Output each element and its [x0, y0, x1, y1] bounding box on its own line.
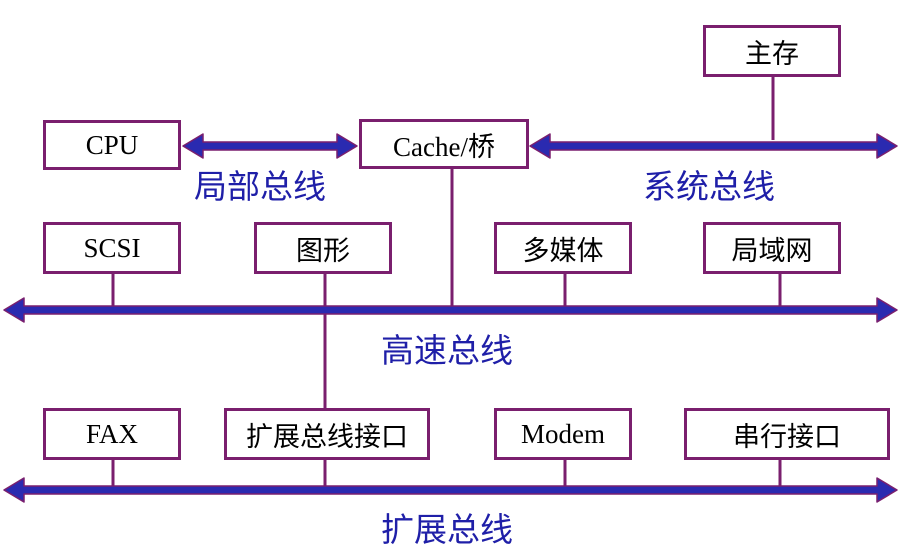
local-bus-label: 局部总线 — [194, 167, 326, 206]
local-bus-arrow — [182, 133, 358, 159]
modem-box: Modem — [494, 408, 632, 460]
fax-box: FAX — [43, 408, 181, 460]
expansion-bus-label: 扩展总线 — [381, 510, 513, 549]
expansion-bus-arrow — [3, 477, 898, 503]
system-bus-label: 系统总线 — [643, 167, 775, 206]
cache-bridge-box: Cache/桥 — [359, 119, 529, 169]
cpu-box: CPU — [43, 120, 181, 170]
lan-box: 局域网 — [703, 222, 841, 274]
scsi-box: SCSI — [43, 222, 181, 274]
high-speed-bus-arrow — [3, 297, 898, 323]
multimedia-box: 多媒体 — [494, 222, 632, 274]
expansion-interface-box: 扩展总线接口 — [224, 408, 430, 460]
graphics-box: 图形 — [254, 222, 392, 274]
high-speed-bus-label: 高速总线 — [381, 331, 513, 370]
system-bus-arrow — [529, 133, 898, 159]
serial-interface-box: 串行接口 — [684, 408, 890, 460]
main-memory-box: 主存 — [703, 25, 841, 77]
